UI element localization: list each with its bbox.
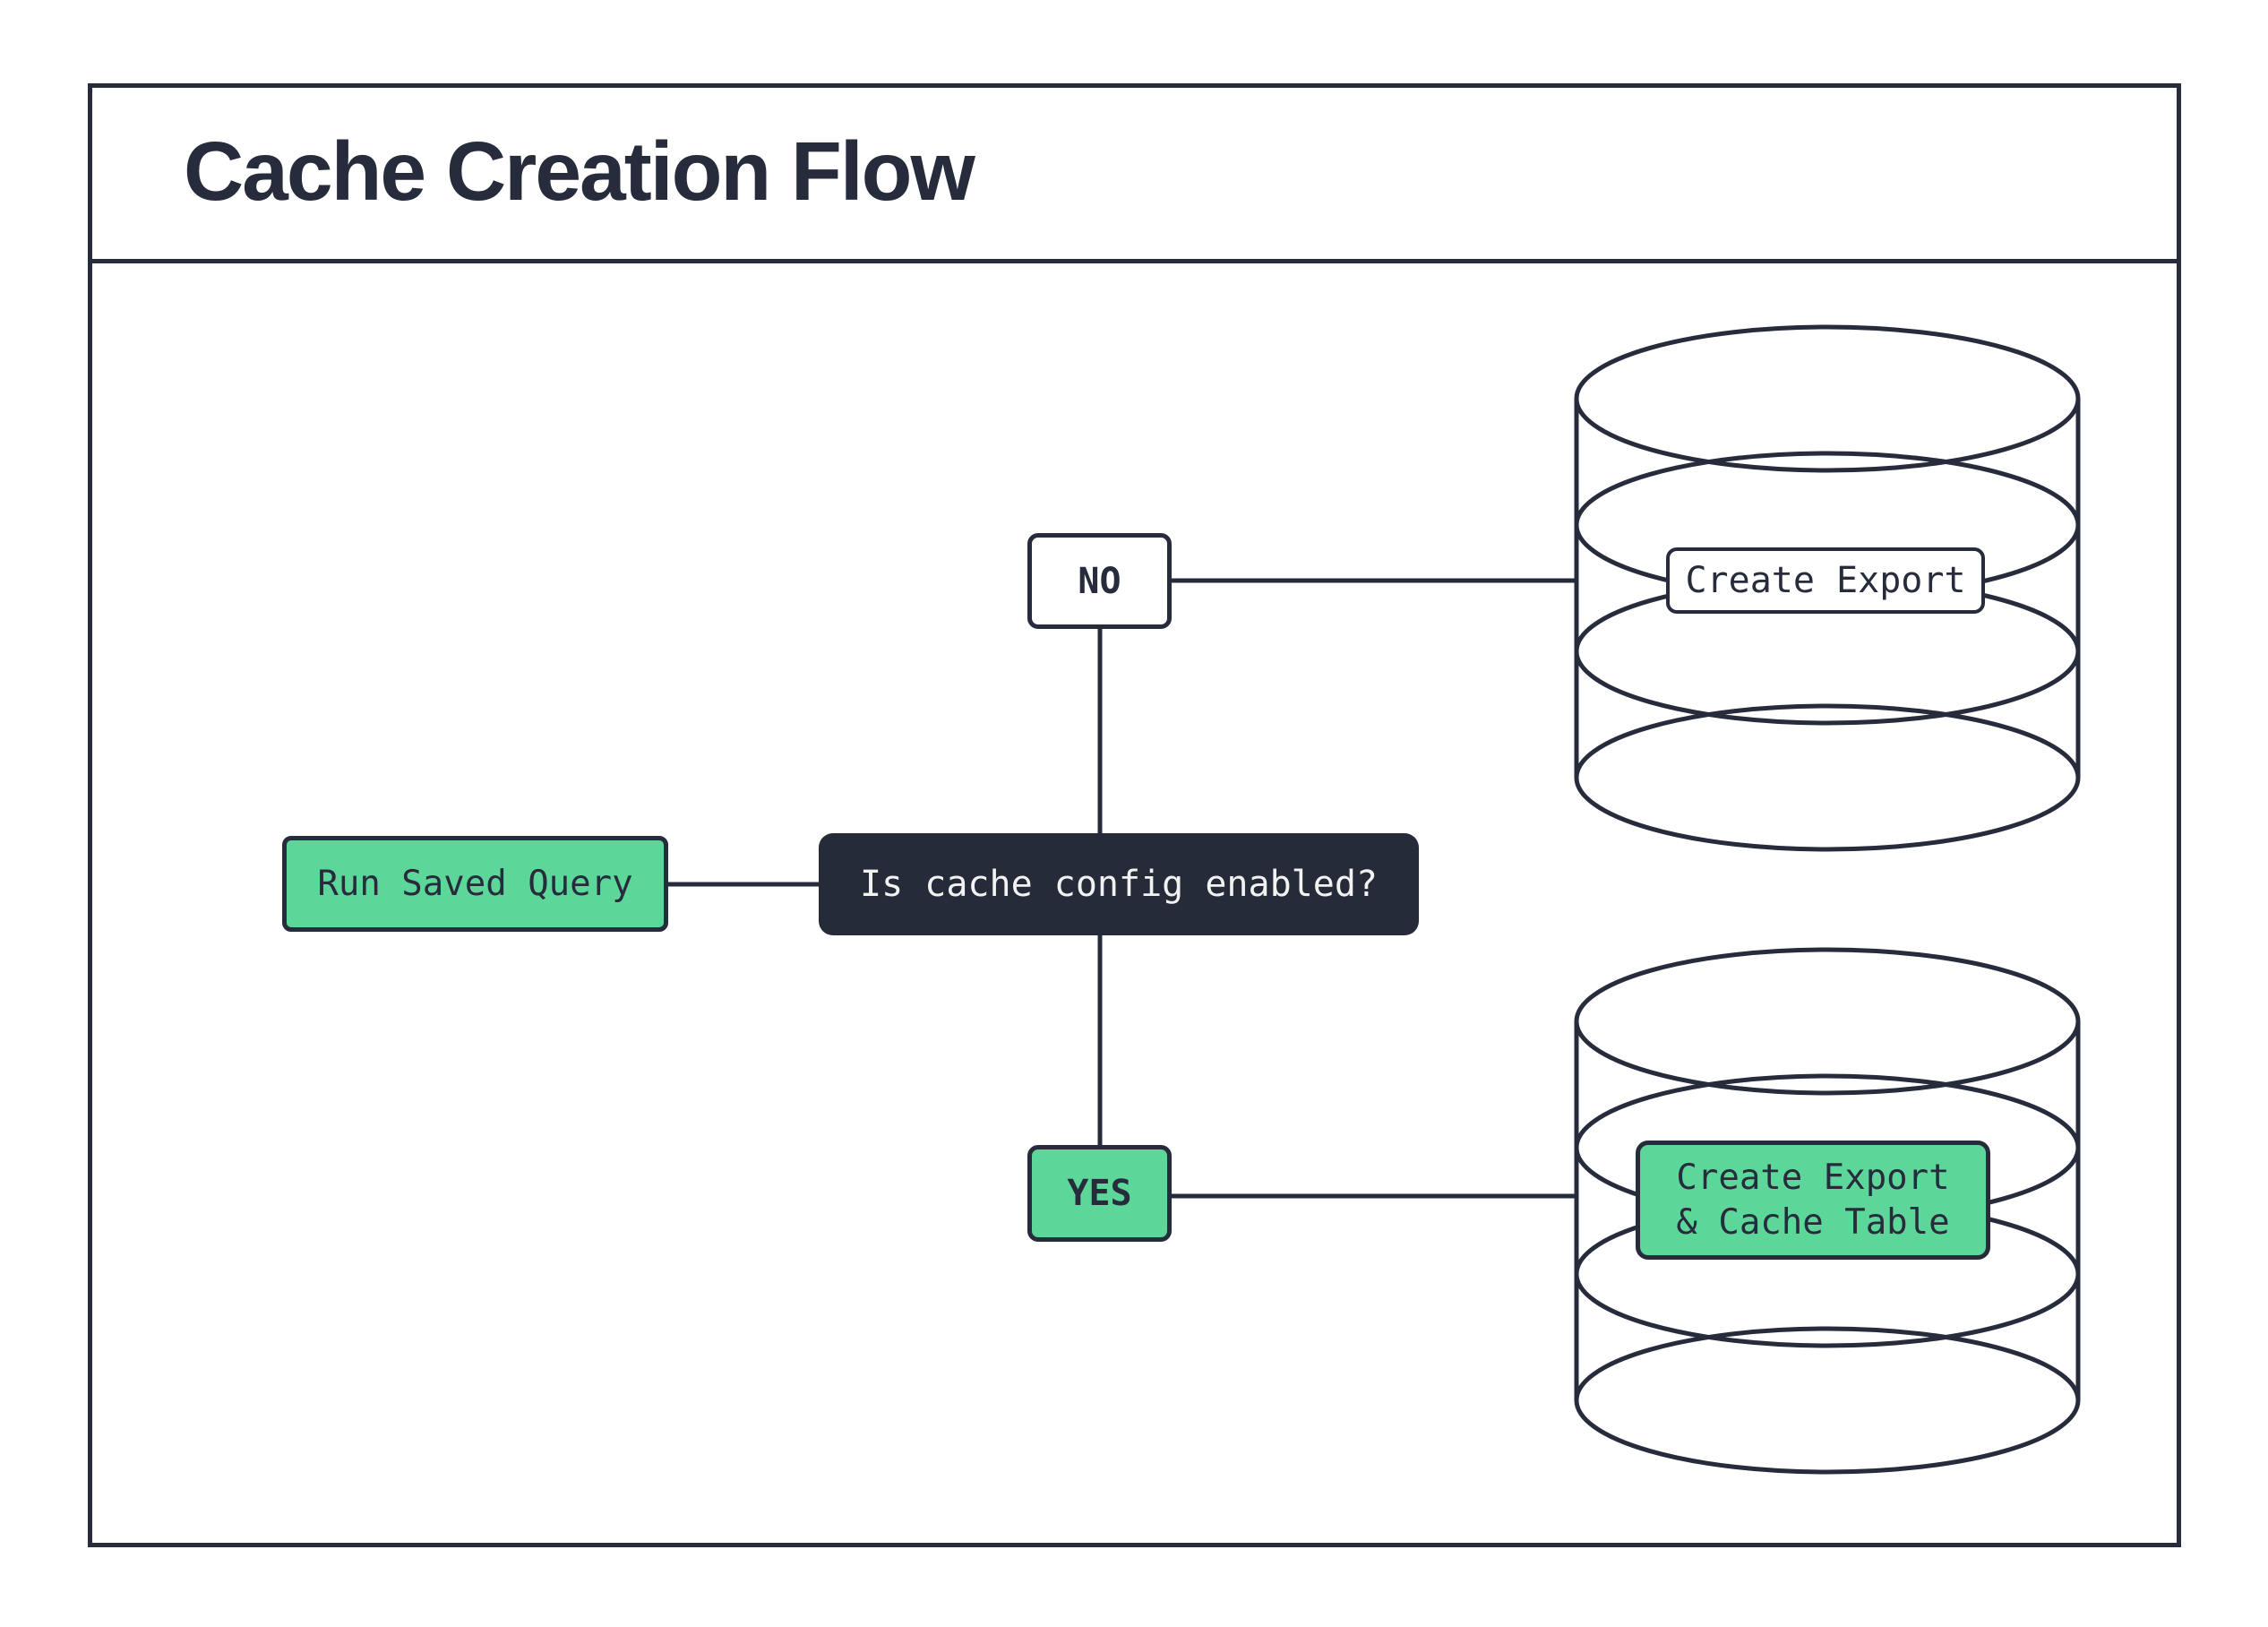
create-export-cache-line1: Create Export — [1676, 1157, 1950, 1198]
node-run-saved-query: Run Saved Query — [282, 836, 668, 932]
branch-yes-label: YES — [1067, 1173, 1132, 1214]
diagram-title: Cache Creation Flow — [184, 125, 975, 218]
label-create-export: Create Export — [1666, 547, 1985, 614]
title-divider — [88, 259, 2181, 263]
create-export-label: Create Export — [1685, 560, 1966, 601]
node-cache-config-decision: Is cache config enabled? — [819, 833, 1419, 935]
create-export-cache-line2: & Cache Table — [1676, 1201, 1950, 1243]
node-branch-no: NO — [1027, 533, 1172, 629]
node-branch-yes: YES — [1027, 1145, 1172, 1242]
label-create-export-cache-table: Create Export & Cache Table — [1636, 1141, 1990, 1260]
branch-no-label: NO — [1078, 560, 1121, 602]
diagram-border — [88, 83, 2181, 1547]
run-saved-query-label: Run Saved Query — [317, 863, 633, 904]
decision-label: Is cache config enabled? — [860, 864, 1378, 905]
database-icon-bottom — [1574, 947, 2081, 1475]
